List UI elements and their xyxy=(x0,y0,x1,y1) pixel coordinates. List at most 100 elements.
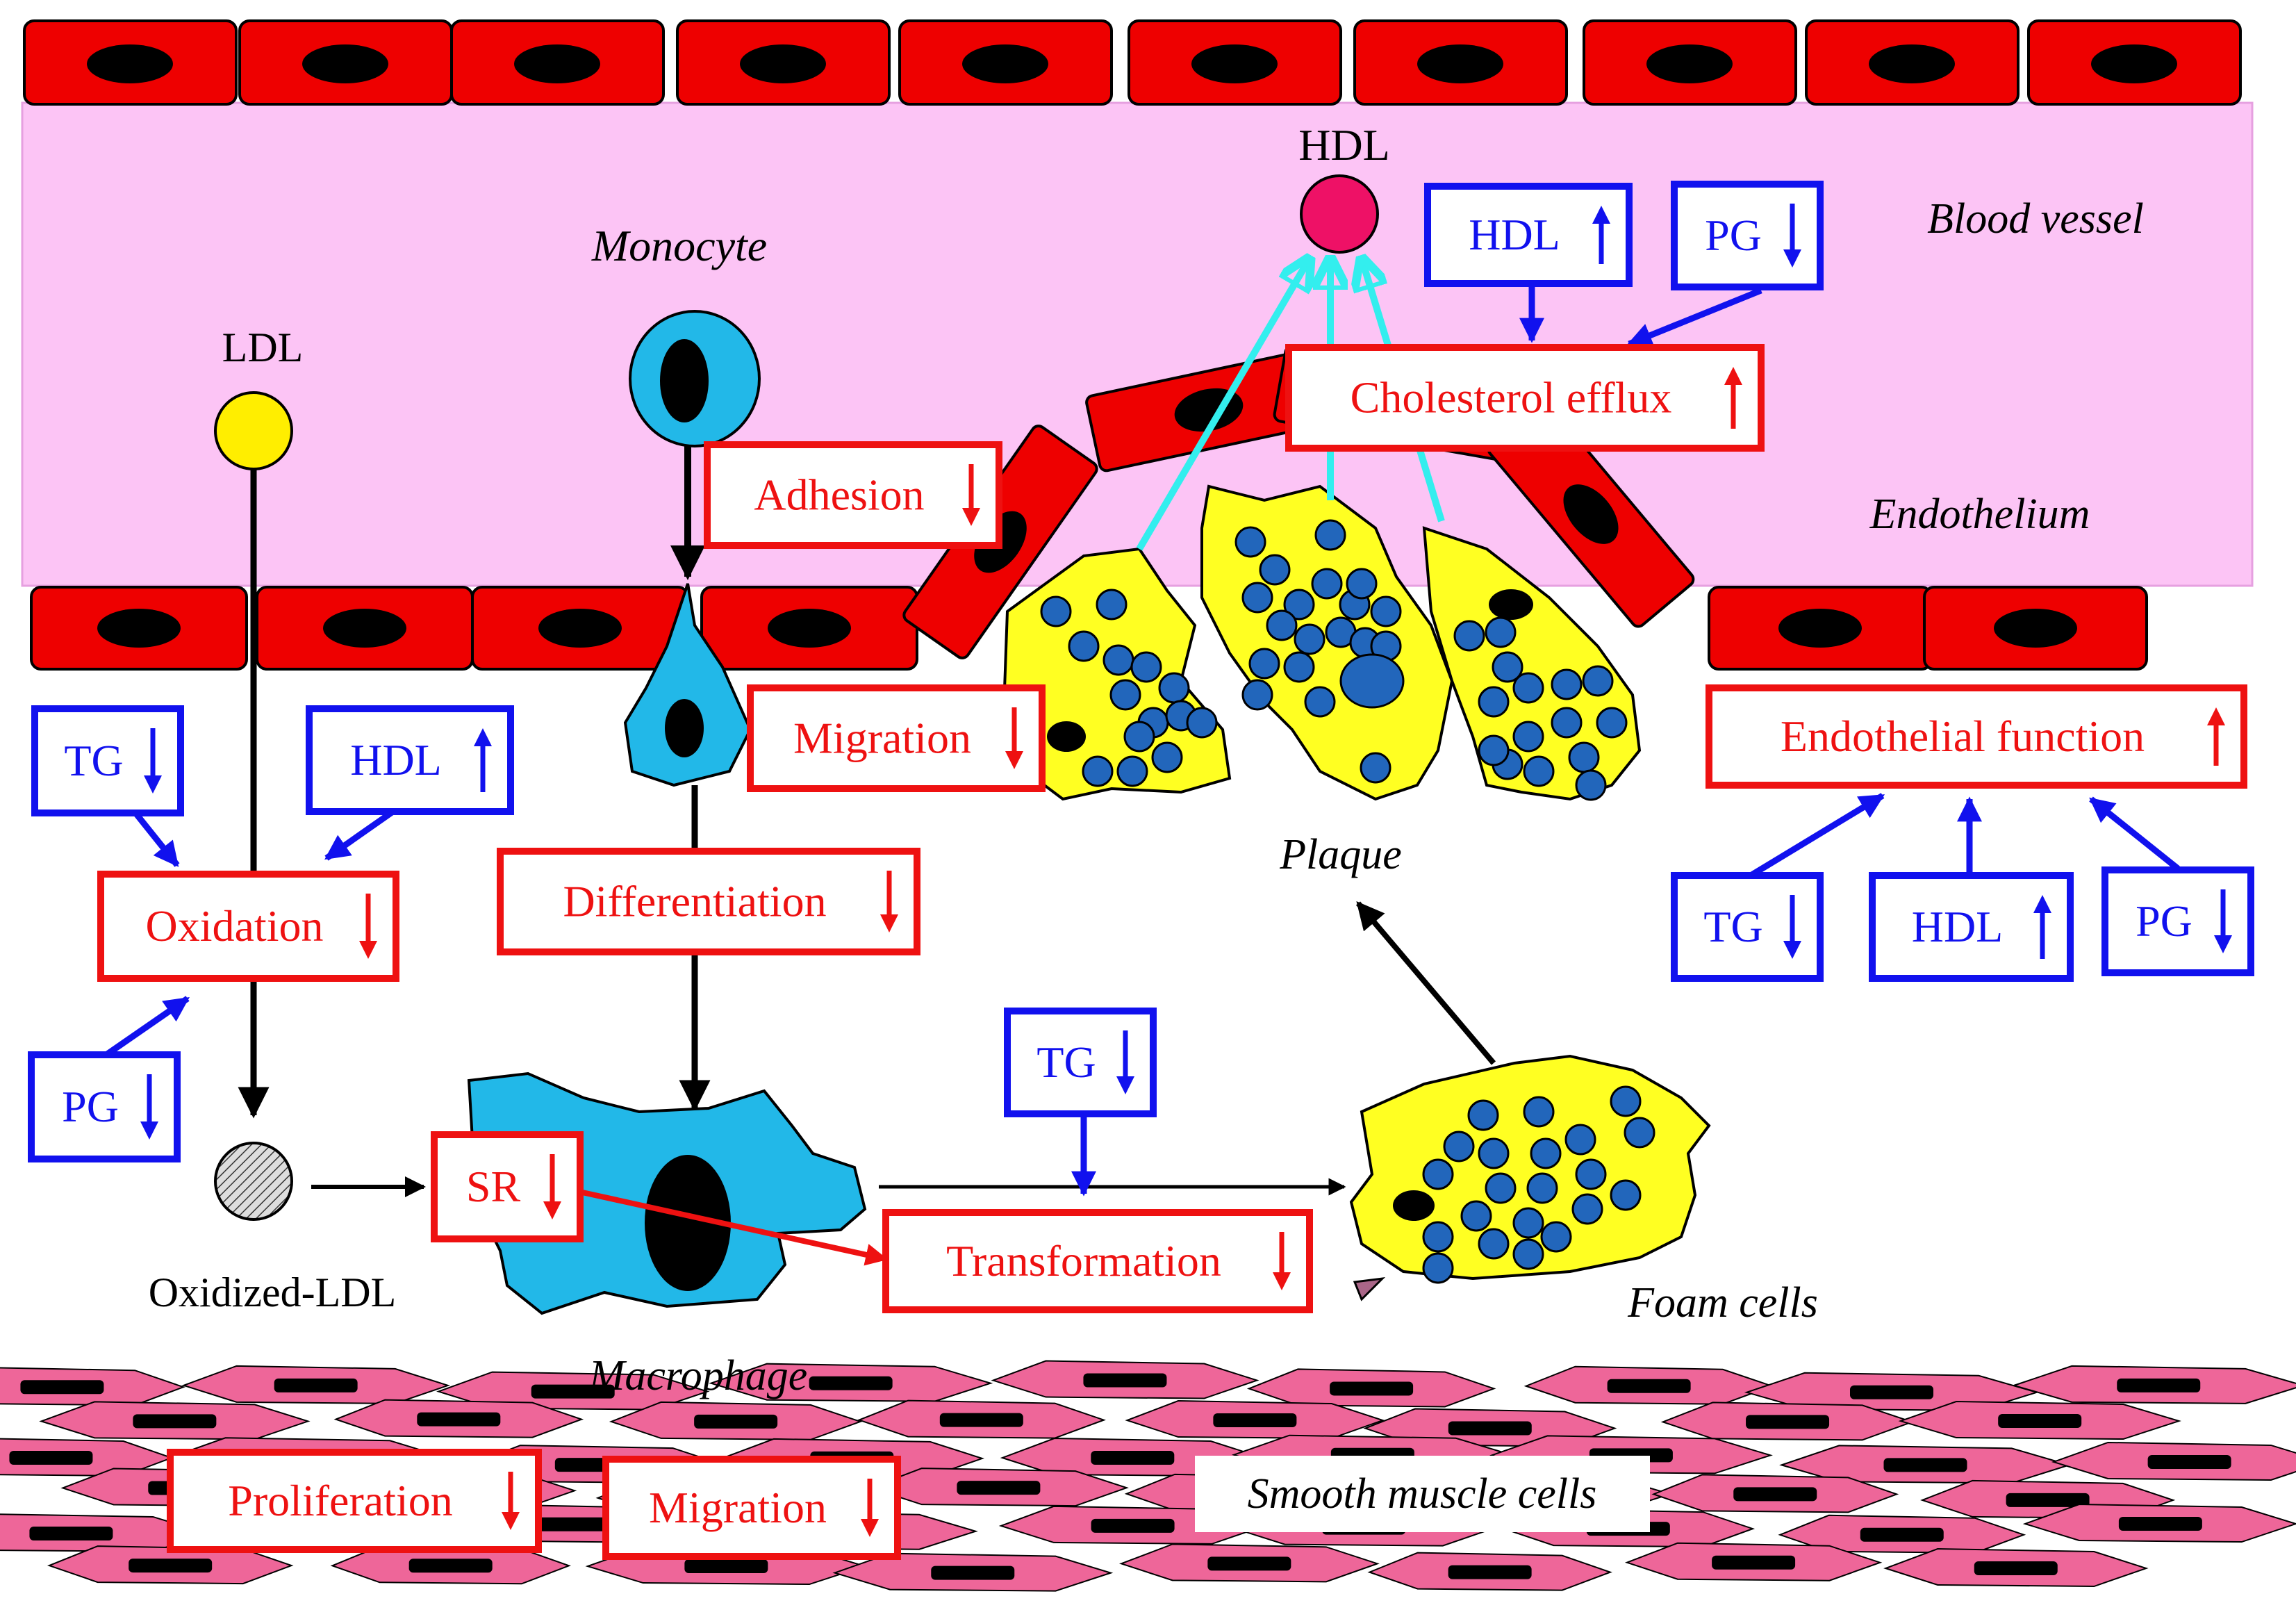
lipid-droplet xyxy=(1478,1228,1510,1260)
migrating-monocyte xyxy=(623,583,752,787)
up-arrow-icon xyxy=(2207,707,2225,766)
endothelial-cell xyxy=(1583,19,1797,106)
macrophage-label: Macrophage xyxy=(588,1352,808,1399)
proliferation-text: Proliferation xyxy=(228,1476,452,1525)
endothelial-cell xyxy=(898,19,1113,106)
lipid-droplet xyxy=(1241,582,1273,614)
down-arrow-icon xyxy=(144,728,162,794)
lipid-droplet xyxy=(1422,1158,1454,1190)
adhesion-box: Adhesion xyxy=(704,441,1002,549)
lipid-droplet xyxy=(1512,1207,1544,1239)
lipid-droplet xyxy=(1283,651,1315,683)
proliferation-box: Proliferation xyxy=(167,1449,542,1553)
lipid-droplet xyxy=(1564,1124,1596,1156)
smooth-muscle-cell xyxy=(47,1545,294,1585)
tg-right-text: TG xyxy=(1703,902,1762,951)
lipid-droplet xyxy=(1530,1137,1562,1169)
lipid-droplet xyxy=(1582,665,1614,697)
lipid-droplet xyxy=(1370,595,1402,627)
pg-left-box: PG xyxy=(28,1051,181,1162)
down-arrow-icon xyxy=(140,1074,158,1140)
down-arrow-icon xyxy=(861,1479,879,1537)
lipid-droplet xyxy=(1346,568,1378,600)
endothelium-label: Endothelium xyxy=(1869,491,2090,538)
endothelial-cell xyxy=(1353,19,1568,106)
lipid-droplet xyxy=(1453,620,1485,652)
pg-top-text: PG xyxy=(1705,211,1762,260)
plaque-cluster xyxy=(1002,484,1642,801)
down-arrow-icon xyxy=(2214,889,2232,953)
smooth-muscle-cell xyxy=(2022,1504,2296,1543)
endothelial-cell xyxy=(1128,19,1342,106)
foam-cell xyxy=(1349,1054,1711,1301)
hdl-right-box: HDL xyxy=(1869,872,2074,982)
down-arrow-icon xyxy=(543,1154,561,1219)
up-arrow-icon xyxy=(474,728,492,792)
smooth-muscle-cell xyxy=(1624,1542,1883,1581)
sr-text: SR xyxy=(466,1162,521,1211)
tg-right-box: TG xyxy=(1671,872,1824,982)
monocyte-nucleus xyxy=(660,339,709,422)
lipid-droplet xyxy=(1096,589,1128,621)
smooth-muscle-cell xyxy=(1779,1445,2072,1484)
endothelial-cell xyxy=(450,19,665,106)
foam-to-plaque-arrow xyxy=(1355,901,1496,1065)
lipid-droplet xyxy=(1304,686,1336,718)
lipid-droplet xyxy=(1460,1200,1492,1232)
blood-vessel-lumen xyxy=(21,101,2254,587)
lipid-droplet xyxy=(1523,1096,1555,1128)
hdl-left-text: HDL xyxy=(350,735,442,784)
macrophage-nucleus xyxy=(645,1155,731,1291)
lipid-droplet xyxy=(1241,679,1273,711)
lipid-droplet xyxy=(1492,651,1523,683)
smooth-muscle-cell xyxy=(2051,1441,2296,1481)
lipid-droplet xyxy=(1082,755,1114,787)
endothelial-function-box: Endothelial function xyxy=(1706,684,2247,789)
up-arrow-icon xyxy=(2033,895,2051,959)
smooth-muscle-cell xyxy=(0,1367,186,1406)
pg-top-box: PG xyxy=(1671,181,1824,290)
tg-mid-text: TG xyxy=(1036,1037,1096,1087)
pg-right-text: PG xyxy=(2136,896,2192,946)
down-arrow-icon xyxy=(1116,1030,1134,1094)
lipid-droplet xyxy=(1512,672,1544,704)
lipid-droplet xyxy=(1186,707,1218,739)
smooth-muscle-cell xyxy=(1660,1402,1915,1441)
tg-left-text: TG xyxy=(64,736,123,785)
monocyte-label: Monocyte xyxy=(591,221,767,270)
smooth-muscle-cell xyxy=(1246,1368,1496,1408)
down-arrow-icon xyxy=(359,894,377,959)
endothelial-cell xyxy=(1805,19,2020,106)
bottom-endothelial-row xyxy=(30,586,2148,671)
hdl-left-box: HDL xyxy=(306,705,514,815)
lipid-droplet xyxy=(1523,755,1555,787)
lipid-droplet xyxy=(1568,741,1600,773)
lipid-droplet xyxy=(1234,526,1266,558)
lipid-droplet xyxy=(1610,1179,1642,1211)
endothelial-cell xyxy=(238,19,453,106)
blue-connector-arrows xyxy=(102,285,2180,1197)
plaque-label: Plaque xyxy=(1279,831,1402,878)
lipid-droplet xyxy=(1068,630,1100,662)
lipid-droplet xyxy=(1478,1137,1510,1169)
up-arrow-icon xyxy=(1724,367,1742,429)
smooth-muscle-cell xyxy=(1778,1514,2026,1554)
lipid-droplet xyxy=(1311,568,1343,600)
down-arrow-icon xyxy=(1005,707,1023,769)
lipid-droplet xyxy=(1575,769,1607,801)
migration-mono-box: Migration xyxy=(747,684,1046,792)
lipid-droplet xyxy=(1123,721,1155,753)
lipid-droplet xyxy=(1571,1193,1603,1225)
lipid-droplet xyxy=(1422,1252,1454,1284)
down-arrow-icon xyxy=(962,464,980,526)
pg-left-text: PG xyxy=(62,1082,119,1131)
differentiation-box: Differentiation xyxy=(497,848,920,955)
smooth-muscle-cell xyxy=(1523,1365,1774,1405)
lipid-droplet xyxy=(1116,755,1148,787)
lipid-droplet xyxy=(1478,734,1510,766)
lipid-droplet xyxy=(1259,554,1291,586)
down-arrow-icon xyxy=(1783,895,1801,959)
adhesion-text: Adhesion xyxy=(754,470,924,520)
